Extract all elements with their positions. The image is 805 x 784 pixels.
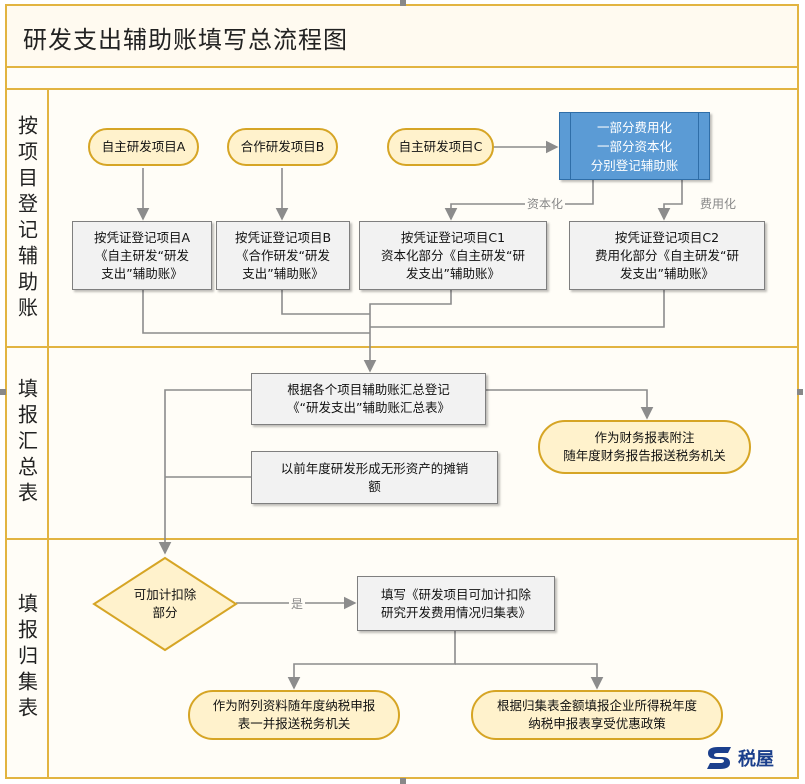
lane-label-summary: 填报汇总表 — [14, 378, 39, 508]
resize-handle-bottom — [400, 778, 406, 784]
node-split-text: 一部分费用化 一部分资本化 分别登记辅助账 — [570, 113, 699, 179]
edge-a-summary — [142, 290, 370, 334]
watermark: 税屋 — [704, 743, 774, 773]
node-summary-table: 根据各个项目辅助账汇总登记 《“研发支出”辅助账汇总表》 — [251, 373, 486, 425]
node-voucher-b: 按凭证登记项目B 《合作研发“研发 支出”辅助账》 — [216, 221, 350, 290]
edge-c2-summary — [370, 290, 665, 328]
edge-label-yes: 是 — [289, 595, 306, 612]
lane-divider-1 — [7, 346, 797, 348]
edge-summary-note — [486, 389, 654, 420]
node-amortization: 以前年度研发形成无形资产的摊销 额 — [251, 451, 498, 504]
title-strip — [7, 68, 797, 90]
title-bar: 研发支出辅助账填写总流程图 — [7, 6, 797, 68]
node-voucher-c1: 按凭证登记项目C1 资本化部分《自主研发“研 发支出”辅助账》 — [359, 221, 547, 290]
lane-divider-2 — [7, 538, 797, 540]
edge-split-c1 — [444, 180, 594, 221]
diagram-title: 研发支出辅助账填写总流程图 — [23, 26, 348, 54]
edge-summary-deductible — [158, 389, 251, 555]
node-split-registration: 一部分费用化 一部分资本化 分别登记辅助账 — [559, 112, 710, 180]
resize-handle-top — [400, 0, 406, 6]
node-attach-report: 作为附列资料随年度纳税申报 表一并报送税务机关 — [188, 690, 400, 740]
node-deductible-label: 可加计扣除 部分 — [133, 587, 197, 620]
lane-header-separator — [47, 90, 49, 778]
node-collect-form: 填写《研发项目可加计扣除 研究开发费用情况归集表》 — [357, 576, 555, 631]
edge-b-summary — [281, 290, 370, 315]
node-voucher-c2: 按凭证登记项目C2 费用化部分《自主研发“研 发支出”辅助账》 — [569, 221, 765, 290]
node-project-c: 自主研发项目C — [387, 128, 494, 166]
node-financial-note: 作为财务报表附注 随年度财务报告报送税务机关 — [538, 420, 751, 474]
lane-label-register: 按项目登记辅助账 — [14, 115, 39, 323]
node-voucher-a: 按凭证登记项目A 《自主研发“研发 支出”辅助账》 — [72, 221, 212, 290]
resize-handle-right — [797, 389, 803, 395]
edge-label-capitalized: 资本化 — [525, 195, 566, 212]
lane-label-collect: 填报归集表 — [14, 593, 39, 723]
edge-split-c2 — [657, 180, 683, 221]
node-declare-tax: 根据归集表金额填报企业所得税年度 纳税申报表享受优惠政策 — [471, 690, 723, 740]
edge-collect-split — [287, 631, 456, 690]
watermark-logo-icon — [707, 747, 731, 769]
node-deductible-diamond — [92, 556, 238, 652]
node-project-b: 合作研发项目B — [227, 128, 338, 166]
edge-c1-summary — [363, 290, 452, 373]
edge-label-expensed: 费用化 — [698, 195, 739, 212]
watermark-text: 税屋 — [738, 749, 774, 770]
node-project-a: 自主研发项目A — [88, 128, 199, 166]
resize-handle-left — [0, 389, 6, 395]
edge-collect-declare — [455, 663, 604, 690]
